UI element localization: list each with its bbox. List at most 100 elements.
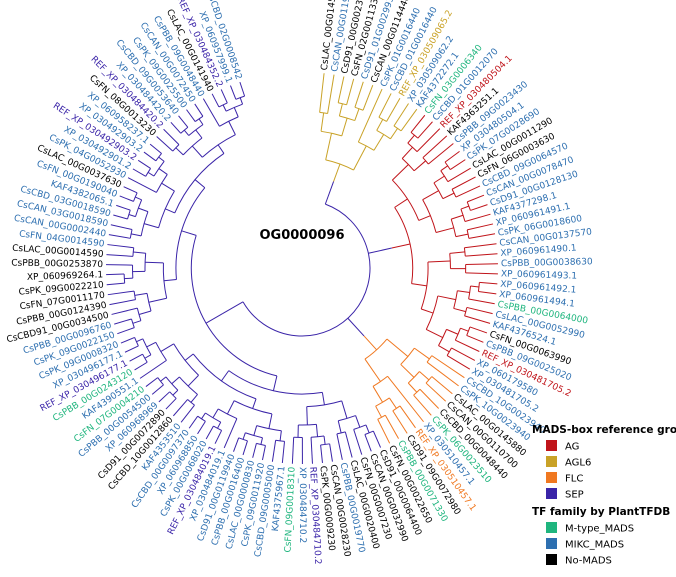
tree-branch [323, 435, 326, 445]
tree-branch [279, 430, 282, 441]
tree-branch [466, 201, 471, 211]
tree-branch [252, 398, 257, 409]
tree-branch [124, 277, 133, 280]
tree-branch [123, 186, 138, 194]
tree-branch [137, 159, 151, 169]
tree-branch [365, 424, 370, 434]
tree-branch [194, 103, 204, 117]
tree-branch [144, 253, 147, 272]
tree-branch [449, 253, 451, 269]
tree-branch [354, 81, 364, 108]
tree-branch [268, 413, 273, 429]
tree-branch [337, 76, 345, 103]
tree-branch [106, 273, 125, 276]
tree-branch [127, 209, 131, 220]
tree-branch [123, 274, 126, 284]
tree-branch [146, 341, 156, 348]
tree-branch [410, 132, 419, 139]
tree-branch [184, 353, 194, 361]
tree-branch [171, 376, 180, 385]
legend-ref-label: FLC [565, 474, 583, 485]
tree-branch [357, 88, 383, 143]
tree-branch [478, 290, 497, 295]
tree-branch [355, 415, 361, 428]
tree-branch [466, 326, 471, 336]
tree-branch [144, 354, 152, 359]
tree-branch [132, 168, 146, 177]
tree-branch [394, 198, 408, 208]
tree-branch [386, 97, 401, 122]
tree-branch [466, 335, 484, 343]
tree-branch [235, 95, 245, 100]
tree-branch [376, 119, 384, 131]
tree-branch [464, 243, 497, 249]
tree-branch [157, 377, 164, 386]
tree-branch [422, 190, 439, 201]
tree-branch [156, 136, 174, 152]
tree-branch [354, 108, 360, 121]
tree-branch [143, 151, 157, 162]
tree-branch [460, 205, 470, 210]
tree-branch [131, 233, 142, 237]
tree-branch [410, 114, 426, 133]
tree-branch [173, 343, 199, 376]
tree-branch [239, 97, 244, 105]
legend-tf-title: TF family by PlantTFDB [532, 506, 670, 518]
tree-branch [233, 107, 239, 118]
tree-branch [239, 81, 246, 97]
legend-tf-label: No-MADS [565, 556, 612, 567]
tree-branch [147, 171, 155, 177]
tree-branch [362, 85, 374, 111]
tree-branch [447, 167, 471, 183]
tree-branch [205, 313, 223, 324]
tree-branch [407, 371, 420, 384]
tree-branch [419, 388, 440, 409]
tree-branch [320, 444, 323, 463]
tree-branch [120, 336, 135, 344]
tree-branch [217, 144, 225, 154]
tree-branch [407, 134, 415, 144]
tree-branch [127, 177, 157, 193]
tree-branch [110, 224, 133, 231]
tree-branch [428, 143, 454, 165]
legend-tf-swatch [546, 522, 557, 533]
tree-branch [468, 285, 472, 300]
tree-branch [172, 399, 188, 417]
tree-branch [329, 443, 333, 462]
tree-branch [470, 204, 488, 211]
tree-branch [187, 399, 195, 406]
tree-branch [392, 164, 409, 181]
tree-branch [260, 437, 263, 445]
tree-branch [172, 144, 180, 152]
tree-branch [108, 234, 131, 239]
tree-branch [393, 125, 402, 132]
tree-branch [418, 215, 431, 221]
tree-branch [465, 253, 498, 257]
tree-branch [242, 440, 248, 456]
tree-branch [420, 262, 429, 310]
tree-branch [198, 118, 204, 125]
tree-branch [336, 433, 343, 460]
tree-branch [416, 128, 441, 152]
tree-branch [217, 421, 222, 429]
tree-branch [183, 129, 190, 136]
tree-branch [158, 391, 171, 403]
tree-branch [192, 353, 257, 400]
tree-branch [170, 121, 182, 134]
tree-stem [368, 247, 392, 254]
tree-stem [324, 181, 335, 205]
tree-branch [172, 389, 179, 396]
tree-branch [136, 338, 144, 343]
tree-branch [178, 115, 189, 128]
orthogroup-label: OG0000096 [259, 228, 344, 243]
tree-branch [407, 382, 418, 393]
tree-branch [377, 419, 391, 444]
tree-branch [341, 117, 348, 136]
tree-branch [275, 439, 285, 442]
tree-branch [205, 425, 214, 440]
tree-branch [163, 128, 180, 145]
tree-branch [422, 135, 448, 159]
tree-branch [391, 243, 411, 249]
